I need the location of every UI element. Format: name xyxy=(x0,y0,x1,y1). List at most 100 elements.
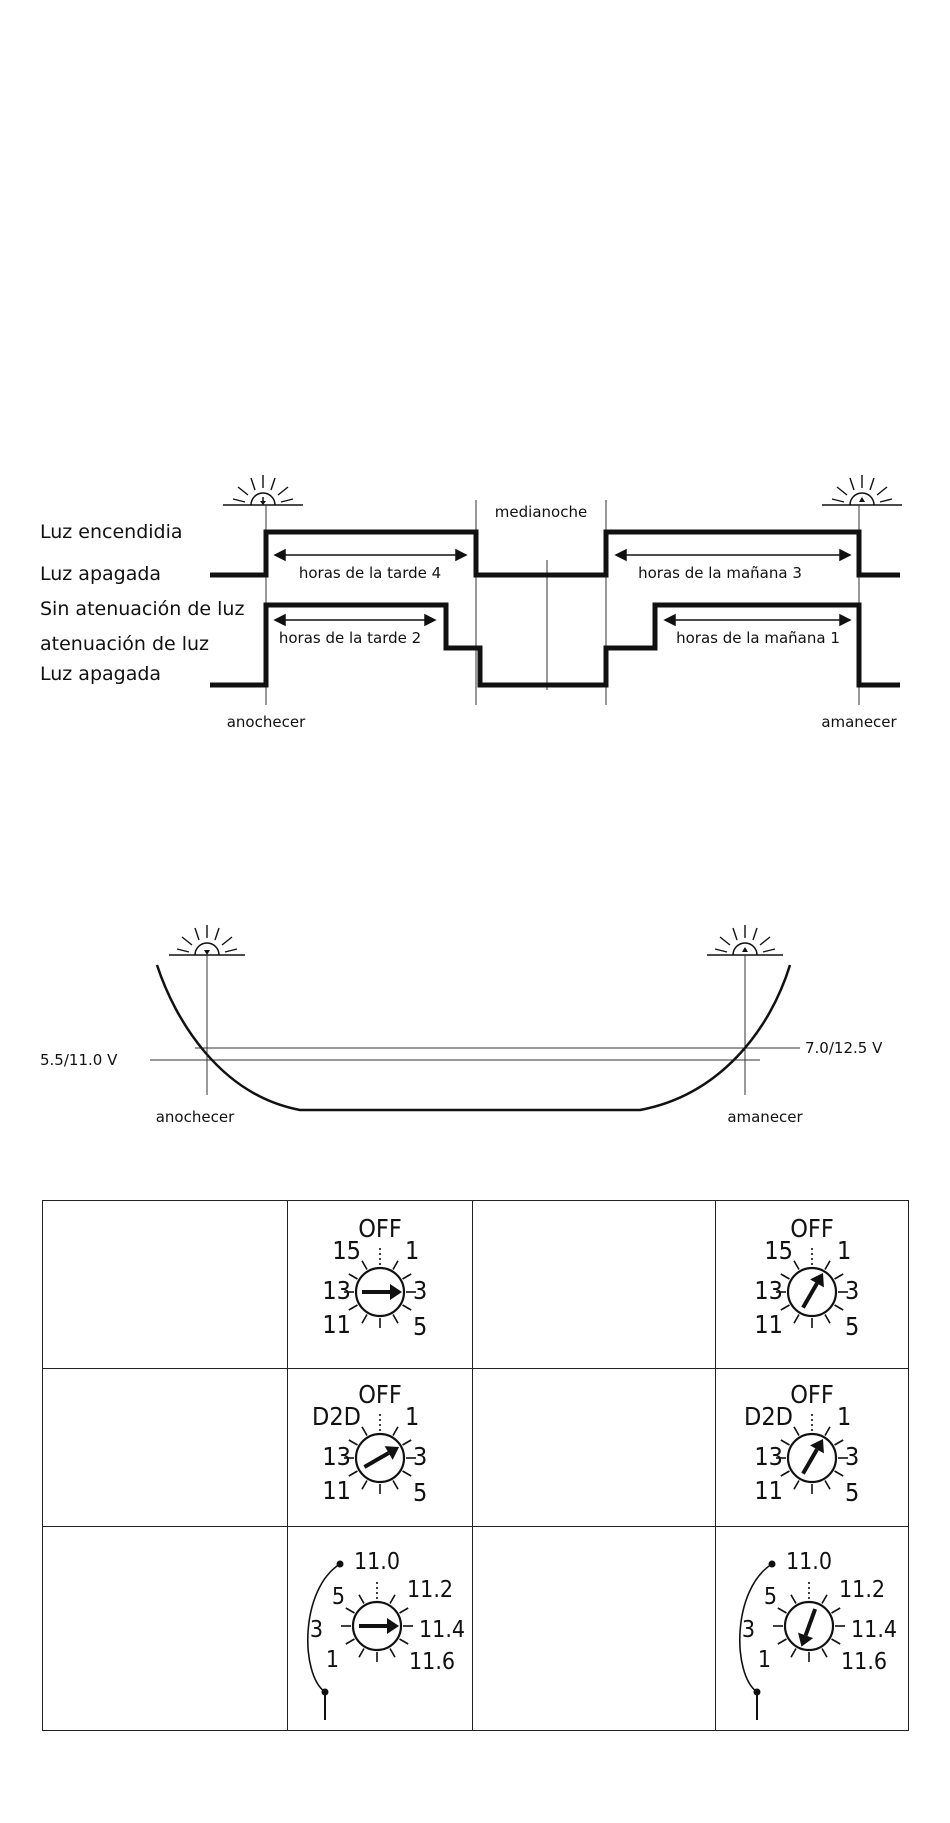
dial-label: 11.6 xyxy=(409,1649,455,1675)
dial-cell: 11.0 5 11.2 3 11.4 1 11.6 xyxy=(287,1526,473,1731)
dial-label: 5 xyxy=(332,1584,345,1610)
dial-tick xyxy=(834,1438,844,1446)
dial-tick xyxy=(361,1314,368,1324)
dial-tick xyxy=(358,1647,365,1658)
description-cell xyxy=(472,1368,716,1527)
dial-tick xyxy=(348,1469,358,1477)
dial-label: 13 xyxy=(322,1276,351,1305)
level-label: Luz apagada xyxy=(40,663,161,685)
dial-top-label: OFF xyxy=(790,1380,834,1409)
description-cell xyxy=(42,1368,288,1527)
description-cell xyxy=(472,1526,716,1731)
dial-label: 3 xyxy=(845,1442,859,1471)
dial-tick xyxy=(834,1469,844,1477)
dial-top-label: OFF xyxy=(790,1214,834,1243)
rotary-dial: 11.0 5 11.2 3 11.4 1 11.6 xyxy=(307,1549,465,1720)
dial-tick xyxy=(348,1304,358,1311)
level-label: Sin atenuación de luz xyxy=(40,598,244,620)
dial-pointer-head xyxy=(384,1445,400,1460)
dial-label: 15 xyxy=(764,1236,793,1265)
dial-top-label: 11.0 xyxy=(354,1549,400,1575)
dial-label: 3 xyxy=(742,1617,755,1643)
dial-tick xyxy=(348,1438,358,1446)
dial-tick xyxy=(402,1438,412,1446)
dial-label: 3 xyxy=(845,1276,859,1305)
dial-tick xyxy=(834,1273,844,1280)
dawn-label: amanecer xyxy=(821,713,897,731)
dial-label: 1 xyxy=(837,1236,851,1265)
dial-pointer-head xyxy=(810,1438,824,1453)
dial-label: 5 xyxy=(845,1478,859,1507)
threshold-label-right: 7.0/12.5 V xyxy=(805,1039,883,1057)
dial-tick xyxy=(392,1425,399,1436)
dial-tick xyxy=(402,1304,412,1311)
dial-tick xyxy=(402,1273,412,1280)
dial-pointer-head xyxy=(387,1617,399,1634)
dial-pointer-head xyxy=(810,1272,824,1288)
midnight-label: medianoche xyxy=(495,503,587,521)
dial-label: 11.2 xyxy=(839,1577,885,1603)
dial-label: 11.4 xyxy=(419,1617,465,1643)
dial-label: 3 xyxy=(310,1617,323,1643)
description-cell xyxy=(472,1200,716,1369)
timing-diagram: Luz encendidia Luz apagada Sin atenuació… xyxy=(40,475,902,731)
dial-tick xyxy=(821,1593,828,1604)
dial-label: 13 xyxy=(754,1442,783,1471)
dial-label: 11.6 xyxy=(841,1649,887,1675)
dial-range-arc xyxy=(739,1562,773,1693)
dawn-label: amanecer xyxy=(727,1108,803,1126)
dial-pointer xyxy=(801,1282,819,1309)
dial-tick xyxy=(389,1647,396,1658)
dial-tick xyxy=(793,1314,800,1324)
dial-top-label: OFF xyxy=(358,1380,402,1409)
dial-tick xyxy=(402,1469,412,1477)
span-label: horas de la mañana 1 xyxy=(676,629,840,647)
dial-pointer xyxy=(801,1447,819,1475)
dial-tick xyxy=(361,1479,368,1490)
dial-label: 11.2 xyxy=(407,1577,453,1603)
dial-label: 13 xyxy=(322,1442,351,1471)
dial-tick xyxy=(793,1425,800,1436)
dial-label: 5 xyxy=(845,1312,859,1341)
table-row: 11.0 5 11.2 3 11.4 1 11.6 11.0 5 11.2 3 11.4 1 11.6 xyxy=(42,1526,909,1731)
dial-tick xyxy=(824,1314,831,1324)
dial-pointer xyxy=(363,1450,390,1469)
sensor-curve xyxy=(155,964,792,1112)
dial-label: D2D xyxy=(312,1402,361,1431)
description-cell xyxy=(42,1200,288,1369)
dial-label: 11 xyxy=(322,1310,351,1339)
dial-tick xyxy=(777,1606,787,1614)
dial-tick xyxy=(389,1593,396,1604)
dial-label: 5 xyxy=(764,1584,777,1610)
dial-tick xyxy=(361,1425,368,1436)
span-label: horas de la mañana 3 xyxy=(638,564,802,582)
dial-label: 13 xyxy=(754,1276,783,1305)
dial-tick xyxy=(399,1606,409,1614)
dial-tick xyxy=(790,1593,797,1604)
level-label: atenuación de luz xyxy=(40,633,209,655)
dial-label: D2D xyxy=(744,1402,793,1431)
dial-pointer xyxy=(803,1607,818,1636)
waveform-lower xyxy=(210,602,900,688)
dial-tick xyxy=(780,1304,790,1311)
dial-tick xyxy=(821,1647,828,1658)
dial-label: 3 xyxy=(413,1276,427,1305)
dial-tick xyxy=(780,1273,790,1280)
dial-label: 1 xyxy=(326,1647,339,1673)
description-cell xyxy=(42,1526,288,1731)
dial-range-dot xyxy=(336,1560,344,1567)
dial-tick xyxy=(780,1469,790,1477)
dial-label: 11 xyxy=(322,1476,351,1505)
level-label: Luz encendidia xyxy=(40,521,183,543)
dial-range-dot xyxy=(768,1560,776,1567)
dial-top-label: OFF xyxy=(358,1214,402,1243)
